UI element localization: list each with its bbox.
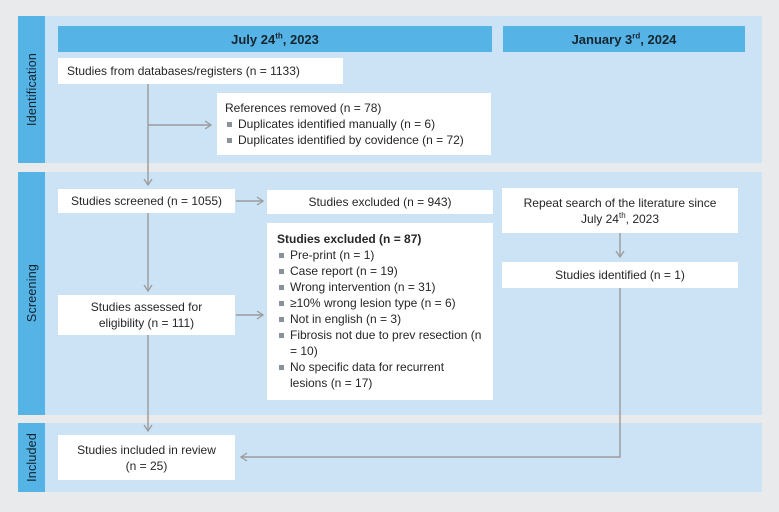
excluded-text: Studies excluded (n = 943) bbox=[308, 195, 452, 209]
bullet-square-icon bbox=[279, 269, 284, 274]
list-item: Wrong intervention (n = 31) bbox=[277, 279, 483, 295]
list-item: Duplicates identified by covidence (n = … bbox=[225, 132, 483, 148]
list-item: Fibrosis not due to prev resection (n = … bbox=[277, 327, 483, 359]
excluded-box: Studies excluded (n = 943) bbox=[267, 190, 493, 214]
included-line1: Studies included in review bbox=[77, 442, 216, 457]
references-removed-box: References removed (n = 78) Duplicates i… bbox=[217, 93, 491, 155]
repeat-search-box: Repeat search of the literature since Ju… bbox=[502, 188, 738, 233]
screened-box: Studies screened (n = 1055) bbox=[58, 189, 235, 213]
screened-text: Studies screened (n = 1055) bbox=[70, 194, 223, 208]
bullet-square-icon bbox=[279, 253, 284, 258]
included-label: Included bbox=[24, 433, 39, 482]
repeat-search-line1: Repeat search of the literature since bbox=[523, 195, 717, 210]
eligibility-line2: eligibility (n = 111) bbox=[98, 316, 195, 330]
bullet-square-icon bbox=[279, 317, 284, 322]
identified-box: Studies identified (n = 1) bbox=[502, 262, 738, 288]
eligibility-line1: Studies assessed for bbox=[90, 300, 203, 314]
eligibility-box: Studies assessed for eligibility (n = 11… bbox=[58, 295, 235, 335]
identification-sidebar: Identification bbox=[18, 16, 45, 163]
included-line2: (n = 25) bbox=[125, 458, 168, 473]
databases-text: Studies from databases/registers (n = 11… bbox=[67, 64, 300, 78]
bullet-square-icon bbox=[227, 138, 232, 143]
list-item: Duplicates identified manually (n = 6) bbox=[225, 116, 483, 132]
header-january-text: January 3rd, 2024 bbox=[571, 31, 677, 47]
databases-box: Studies from databases/registers (n = 11… bbox=[58, 58, 343, 84]
identified-text: Studies identified (n = 1) bbox=[555, 268, 685, 282]
bullet-square-icon bbox=[279, 333, 284, 338]
excluded-detail-box: Studies excluded (n = 87) Pre-print (n =… bbox=[267, 223, 493, 400]
identification-label: Identification bbox=[24, 53, 39, 126]
header-january-2024: January 3rd, 2024 bbox=[503, 26, 745, 52]
bullet-square-icon bbox=[279, 365, 284, 370]
bullet-square-icon bbox=[279, 301, 284, 306]
header-july-2023: July 24th, 2023 bbox=[58, 26, 492, 52]
bullet-square-icon bbox=[227, 122, 232, 127]
references-removed-title: References removed (n = 78) bbox=[225, 101, 382, 115]
list-item: No specific data for recurrent lesions (… bbox=[277, 359, 483, 391]
screening-label: Screening bbox=[24, 264, 39, 323]
included-sidebar: Included bbox=[18, 423, 45, 492]
screening-sidebar: Screening bbox=[18, 172, 45, 415]
header-july-text: July 24th, 2023 bbox=[231, 31, 319, 47]
included-box: Studies included in review (n = 25) bbox=[58, 435, 235, 480]
list-item: Pre-print (n = 1) bbox=[277, 247, 483, 263]
list-item: Case report (n = 19) bbox=[277, 263, 483, 279]
bullet-square-icon bbox=[279, 285, 284, 290]
excluded-detail-title: Studies excluded (n = 87) bbox=[277, 232, 422, 246]
list-item: ≥10% wrong lesion type (n = 6) bbox=[277, 295, 483, 311]
repeat-search-line2: July 24th, 2023 bbox=[580, 210, 660, 226]
list-item: Not in english (n = 3) bbox=[277, 311, 483, 327]
